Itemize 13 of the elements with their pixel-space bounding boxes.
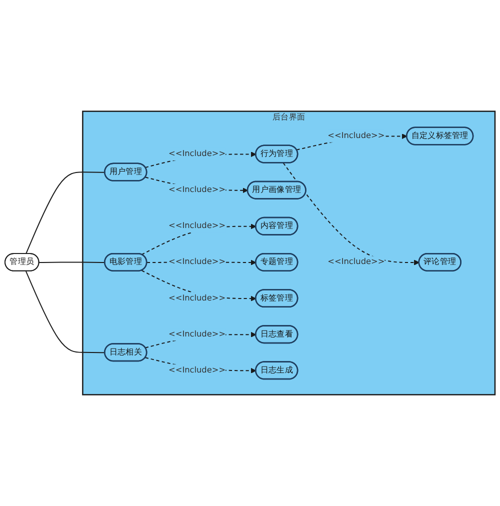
arrow <box>282 162 420 266</box>
connector <box>25 172 105 254</box>
edge-label: <<Include>> <box>168 329 226 339</box>
edge-label: <<Include>> <box>168 221 226 231</box>
connector <box>25 270 105 354</box>
edge-label: <<Include>> <box>168 366 226 375</box>
edge-label: <<Include>> <box>168 149 226 159</box>
edge-label: <<Include>> <box>168 185 226 195</box>
edge-label: <<Include>> <box>168 257 226 267</box>
edge-label: <<Include>> <box>328 257 385 267</box>
edge-label: <<Include>> <box>328 131 385 141</box>
connector <box>39 262 105 264</box>
edge-label: <<Include>> <box>168 293 226 303</box>
